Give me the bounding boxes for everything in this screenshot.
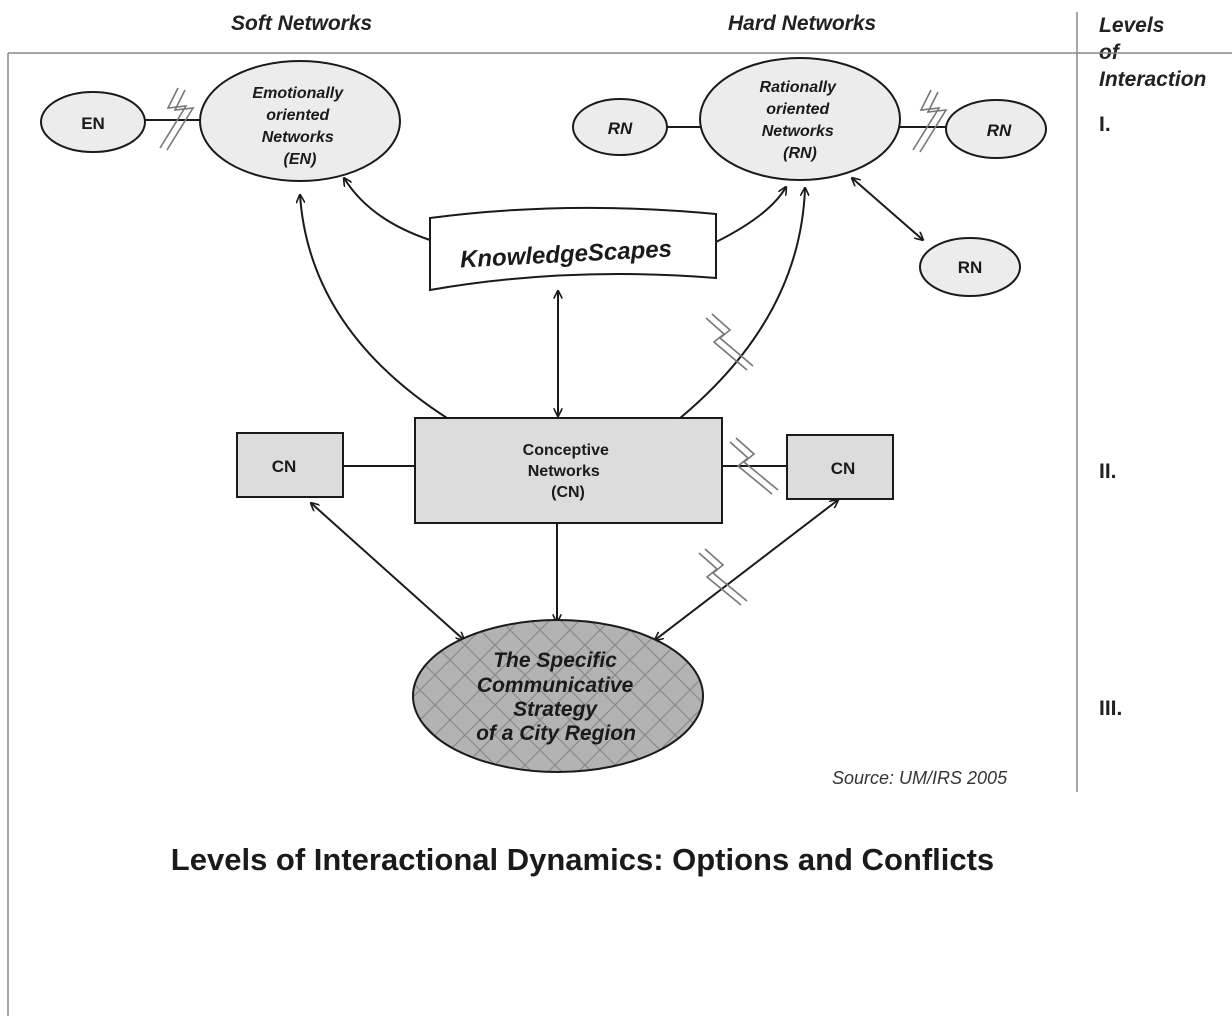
arrow-rn-to-cn <box>656 188 805 437</box>
cn-right-label: CN <box>831 459 856 478</box>
levels-heading-line: Interaction <box>1099 68 1207 91</box>
soft-networks-heading: Soft Networks <box>231 12 373 35</box>
levels-heading-line: Levels <box>1099 14 1165 37</box>
cn-right-node: CN <box>786 434 894 500</box>
en-node-label: EN <box>81 114 105 133</box>
cn-main-label-line: Conceptive <box>523 442 609 459</box>
svg-text:Conceptive Networks: Conceptive Networks (CN) <box>523 442 614 501</box>
arrow-cn-right-to-strategy <box>655 500 838 640</box>
conceptive-networks-node: Conceptive Networks (CN) <box>414 417 723 524</box>
svg-text:Rationally oriented: Rationally oriented Networks (RN) <box>760 79 841 162</box>
rn-bottom-node: RN <box>919 237 1021 297</box>
rn-left-label: RN <box>608 119 633 138</box>
en-main-label-line: (EN) <box>284 151 317 168</box>
rn-left-node: RN <box>572 98 668 156</box>
svg-text:Emotionally oriented: Emotionally oriented Networks (EN) <box>252 85 347 168</box>
conflict-icon <box>159 87 195 151</box>
diagram-caption: Levels of Interactional Dynamics: Option… <box>170 842 995 877</box>
conflict-icon <box>698 548 748 606</box>
conflict-icon <box>729 437 779 495</box>
arrow-knowledgescapes-to-en <box>344 178 431 241</box>
source-note: Source: UM/IRS 2005 <box>832 768 1008 788</box>
en-node: EN <box>40 91 146 153</box>
rn-right-node: RN <box>945 99 1047 159</box>
rn-bottom-label: RN <box>958 258 983 277</box>
arrow-rn-to-rn-bottom <box>852 178 923 240</box>
rn-main-label-line: oriented <box>766 101 830 118</box>
rn-main-label-line: Rationally <box>760 79 838 96</box>
arrow-en-to-cn <box>300 195 470 432</box>
rn-main-label-line: Networks <box>762 123 834 140</box>
communicative-strategy-node: The Specific Communicative Strategy of a… <box>412 619 704 773</box>
hard-networks-heading: Hard Networks <box>728 12 877 35</box>
en-main-label-line: Networks <box>262 129 334 146</box>
level-two-label: II. <box>1099 460 1117 483</box>
rn-main-label-line: (RN) <box>783 145 817 162</box>
strategy-label-line: The Specific <box>493 649 617 672</box>
rn-right-label: RN <box>987 121 1012 140</box>
emotionally-oriented-networks-node: Emotionally oriented Networks (EN) <box>199 60 401 182</box>
level-one-label: I. <box>1099 113 1111 136</box>
conflict-icon <box>705 313 754 371</box>
rationally-oriented-networks-node: Rationally oriented Networks (RN) <box>699 57 901 181</box>
en-main-label-line: oriented <box>266 107 330 124</box>
knowledgescapes-node: KnowledgeScapes <box>429 206 717 292</box>
strategy-label-line: of a City Region <box>476 722 636 745</box>
cn-left-label: CN <box>272 457 297 476</box>
cn-main-label-line: (CN) <box>551 484 585 501</box>
en-main-label-line: Emotionally <box>252 85 344 102</box>
level-three-label: III. <box>1099 697 1123 720</box>
cn-main-label-line: Networks <box>528 463 600 480</box>
arrow-cn-left-to-strategy <box>311 503 464 640</box>
strategy-label-line: Strategy <box>513 698 598 721</box>
strategy-label-line: Communicative <box>477 674 634 697</box>
svg-text:The Specific Communica: The Specific Communicative Strategy of a… <box>476 649 639 745</box>
conflict-icon <box>912 89 948 153</box>
cn-left-node: CN <box>236 432 344 498</box>
arrow-knowledgescapes-to-rn <box>715 187 786 243</box>
